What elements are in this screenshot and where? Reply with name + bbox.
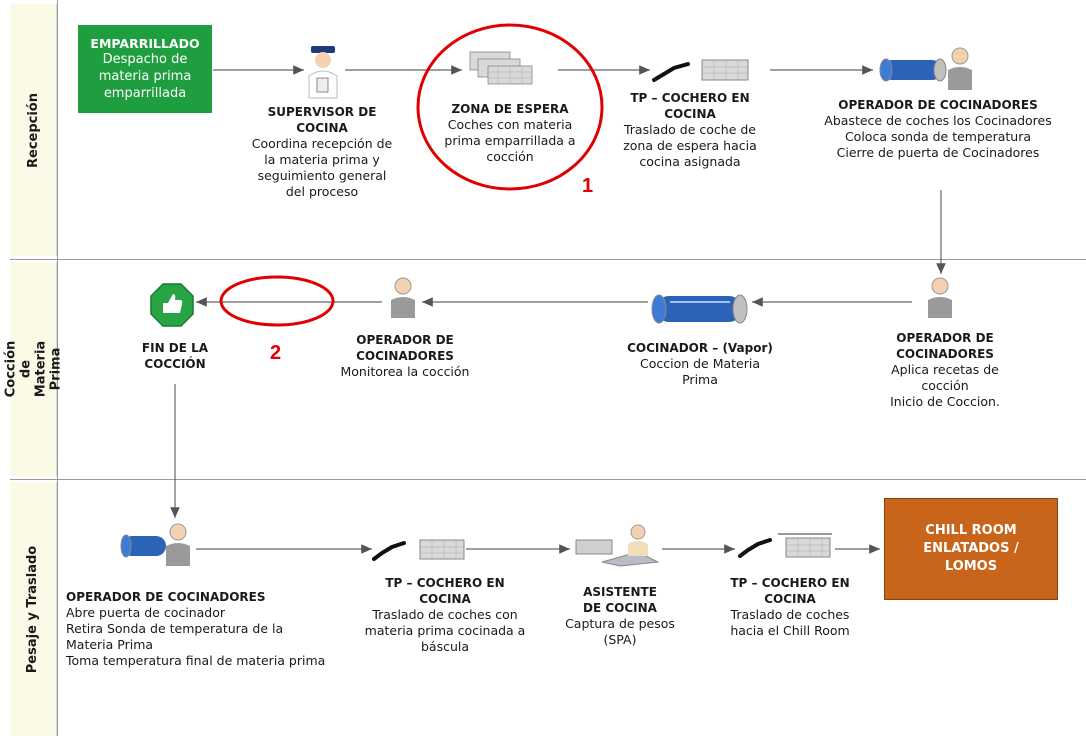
node-tp3-title: TP – COCHERO EN COCINA [730, 576, 850, 606]
node-op4: OPERADOR DE COCINADORES Abre puerta de c… [66, 589, 341, 669]
node-op1: OPERADOR DE COCINADORES Abastece de coch… [790, 97, 1086, 161]
lane-recepcion: Recepción [10, 4, 57, 256]
start-box-emparrillado: EMPARRILLADO Despacho de materia prima e… [78, 25, 212, 113]
cart-pusher-icon [652, 56, 752, 88]
scale-assistant-icon [572, 522, 662, 570]
lane-coccion: Cocción de Materia Prima [3, 262, 63, 476]
node-tp2: TP – COCHERO EN COCINA Traslado de coche… [345, 575, 545, 655]
node-tp3-desc: Traslado de coches hacia el Chill Room [730, 607, 850, 638]
carts-stack-icon [468, 48, 538, 92]
marker-1: 1 [582, 175, 594, 197]
node-tp1-desc: Traslado de coche de zona de espera haci… [623, 122, 757, 169]
marker-2: 2 [270, 342, 282, 364]
node-op2: OPERADOR DE COCINADORES Aplica recetas d… [860, 330, 1030, 410]
operator-cooker-icon [878, 44, 974, 94]
node-zona-title: ZONA DE ESPERA [451, 102, 569, 116]
node-tp2-title: TP – COCHERO EN COCINA [385, 576, 505, 606]
node-tp1-title: TP – COCHERO EN COCINA [630, 91, 750, 121]
node-op2-line1: Aplica recetas de cocción [891, 362, 999, 393]
lane-separator [10, 259, 1086, 260]
start-box-text: Despacho de materia prima emparrillada [98, 52, 192, 101]
node-supervisor-desc: Coordina recepción de la materia prima y… [251, 136, 393, 199]
operator-icon [388, 276, 418, 322]
node-op1-title: OPERADOR DE COCINADORES [838, 98, 1038, 112]
node-cocinador-desc: Coccion de Materia Prima [639, 356, 761, 387]
lane-separator [10, 479, 1086, 480]
node-fin: FIN DE LA COCCIÓN [120, 340, 230, 372]
node-op2-title: OPERADOR DE COCINADORES [896, 331, 994, 361]
node-tp3: TP – COCHERO EN COCINA Traslado de coche… [715, 575, 865, 639]
node-op3-desc: Monitorea la cocción [340, 364, 470, 379]
cart-pusher-icon [372, 537, 468, 567]
node-op4-line3: Toma temperatura final de materia prima [66, 653, 326, 668]
steam-cooker-icon [650, 290, 750, 332]
node-zona-espera: ZONA DE ESPERA Coches con materia prima … [425, 101, 595, 165]
node-op3: OPERADOR DE COCINADORES Monitorea la coc… [320, 332, 490, 380]
node-op3-title: OPERADOR DE COCINADORES [356, 333, 454, 363]
node-asistente: ASISTENTE DE COCINA Captura de pesos (SP… [560, 584, 680, 648]
node-fin-title: FIN DE LA COCCIÓN [141, 341, 209, 371]
node-op4-line2: Retira Sonda de temperatura de la Materi… [66, 621, 284, 652]
lane-pesaje: Pesaje y Traslado [10, 482, 57, 736]
node-tp2-desc: Traslado de coches con materia prima coc… [364, 607, 526, 654]
lane-divider [57, 0, 58, 736]
node-supervisor-title: SUPERVISOR DE COCINA [267, 105, 377, 135]
node-op1-line1: Abastece de coches los Cocinadores [824, 113, 1052, 128]
operator-cooker-icon [120, 520, 192, 570]
node-op4-title: OPERADOR DE COCINADORES [66, 590, 266, 604]
node-op4-line1: Abre puerta de cocinador [66, 605, 226, 620]
end-box-title: CHILL ROOM ENLATADOS / LOMOS [923, 523, 1019, 574]
node-supervisor: SUPERVISOR DE COCINA Coordina recepción … [232, 104, 412, 200]
highlight-ellipse-2 [219, 275, 335, 327]
node-tp1: TP – COCHERO EN COCINA Traslado de coche… [615, 90, 765, 170]
start-box-title: EMPARRILLADO [90, 36, 200, 51]
thumbs-up-icon [150, 283, 194, 331]
node-cocinador: COCINADOR – (Vapor) Coccion de Materia P… [590, 340, 810, 388]
operator-icon [925, 276, 955, 322]
supervisor-icon [305, 42, 341, 102]
node-op1-line2: Coloca sonda de temperatura [844, 129, 1032, 144]
cart-pusher-icon [738, 532, 834, 564]
node-asistente-desc: Captura de pesos (SPA) [565, 616, 675, 647]
node-zona-desc: Coches con materia prima emparrillada a … [444, 117, 576, 164]
node-asistente-title: ASISTENTE DE COCINA [583, 585, 657, 615]
node-op1-line3: Cierre de puerta de Cocinadores [836, 145, 1040, 160]
node-cocinador-title: COCINADOR – (Vapor) [627, 341, 773, 355]
node-op2-line2: Inicio de Coccion. [890, 394, 1000, 409]
end-box-chill-room: CHILL ROOM ENLATADOS / LOMOS [884, 498, 1058, 600]
highlight-ellipse-1 [416, 23, 604, 191]
